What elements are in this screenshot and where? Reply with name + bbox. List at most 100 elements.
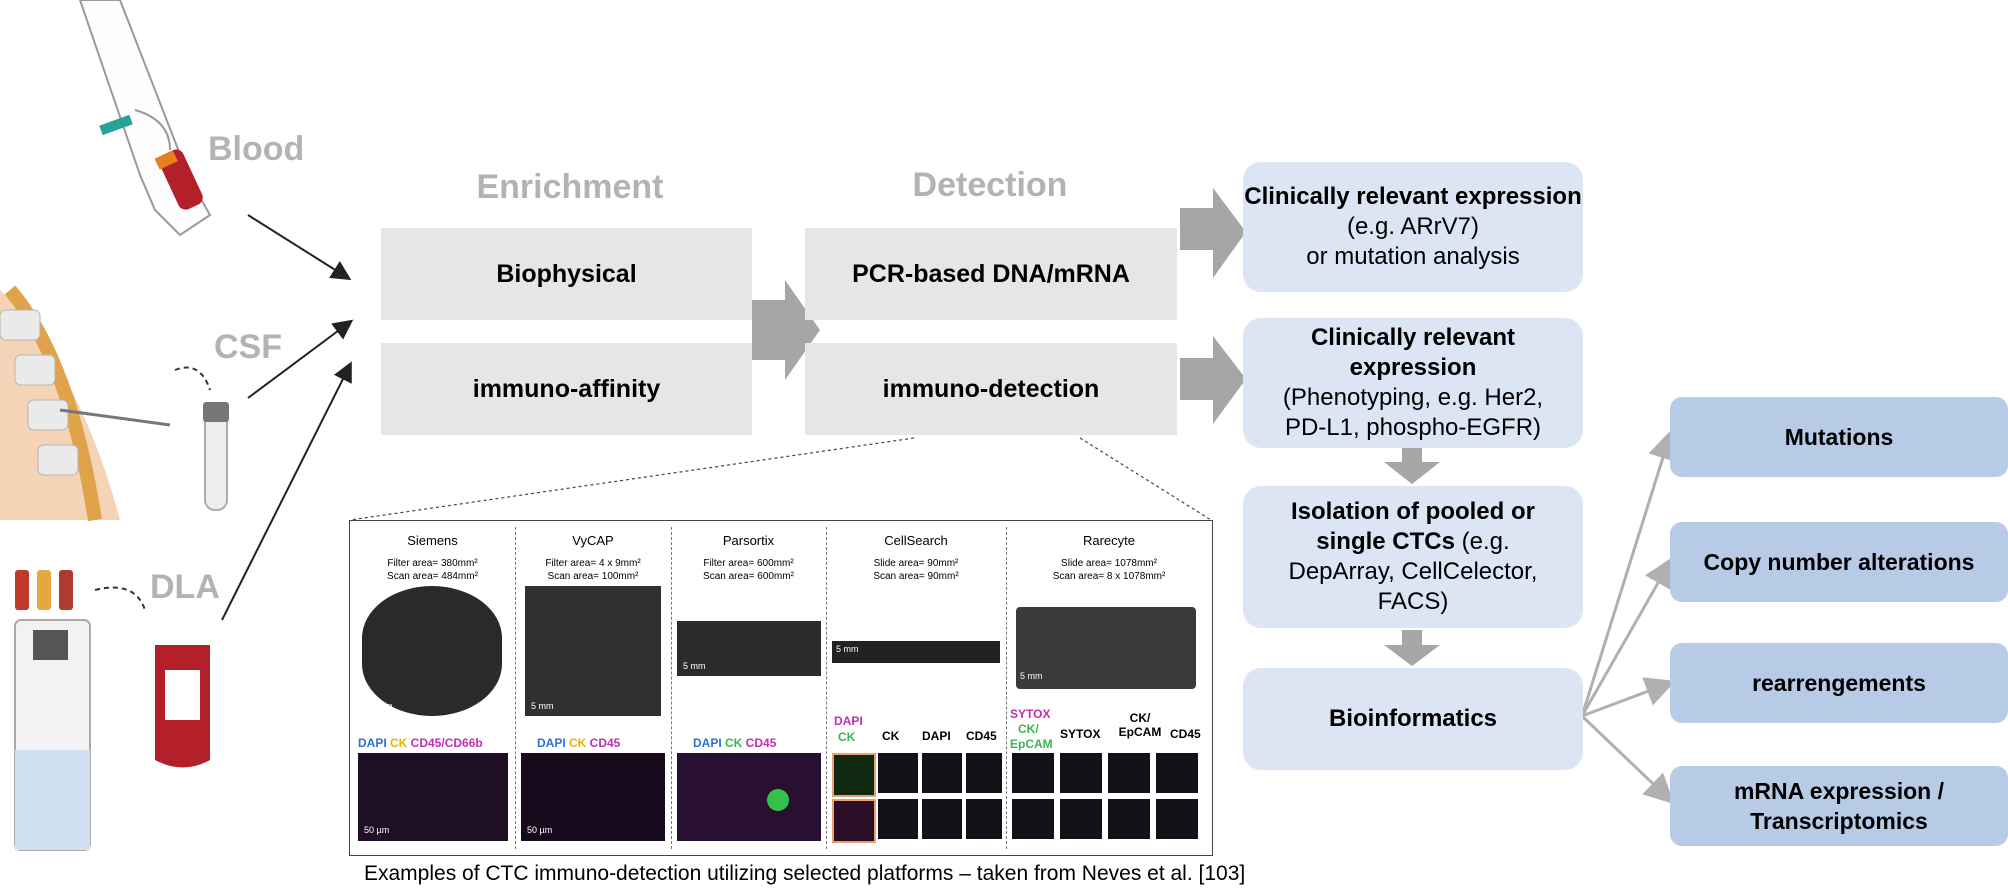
micrograph (677, 753, 821, 841)
arrow-enrich-to-detect (752, 280, 820, 380)
channel-legend: DAPI CK CD45/CD66b (358, 736, 483, 750)
figure-caption: Examples of CTC immuno-detection utilizi… (364, 862, 1246, 885)
micrograph (878, 799, 918, 839)
arrow-to-cna (1580, 556, 1673, 717)
micrograph (1156, 753, 1198, 793)
platform-spec-line1: Filter area= 600mm² (703, 558, 794, 569)
arrow-to-mrna (1580, 714, 1675, 805)
platform-spec-line2: Scan area= 484mm² (387, 571, 478, 582)
leukapheresis-illustration (14, 570, 210, 851)
output-mutations: Mutations (1670, 397, 2008, 477)
channel-label: CK (838, 730, 856, 744)
scale-bar-bottom: 50 µm (364, 825, 390, 835)
platform-siemens: Siemens Filter area= 380mm² Scan area= 48… (350, 521, 515, 855)
micrograph (1156, 799, 1198, 839)
analysis-box-isolation: Isolation of pooled or single CTCs (e.g.… (1243, 486, 1583, 628)
channel-label: CD45 (742, 736, 777, 750)
stage-title-enrichment: Enrichment (476, 168, 664, 206)
channel-label: DAPI (358, 736, 387, 750)
analysis-box3-bold-a: Isolation of pooled or (1291, 498, 1535, 525)
micrograph (1012, 799, 1054, 839)
analysis-box4-bold: Bioinformatics (1328, 705, 1498, 732)
output-mrna: mRNA expression / Transcriptomics (1670, 766, 2008, 846)
method-biophysical: Biophysical (381, 228, 752, 320)
zoom-line-left (349, 437, 915, 521)
method-immuno-detection: immuno-detection (805, 343, 1177, 435)
scan-image (677, 621, 821, 676)
arrow-box2-to-box3 (1384, 448, 1440, 484)
micrograph (1012, 753, 1054, 793)
source-label-csf: CSF (214, 328, 282, 366)
analysis-box2-text-b: PD-L1, phospho-EGFR) (1284, 414, 1542, 441)
scale-bar-top: 5 mm (1020, 671, 1043, 681)
arrow-immuno-to-box2 (1180, 336, 1246, 424)
analysis-box-bioinformatics: Bioinformatics (1243, 668, 1583, 770)
platform-spec: Filter area= 600mm² Scan area= 600mm² (671, 557, 826, 583)
scan-image (525, 586, 661, 716)
channel-header: CK (882, 729, 900, 743)
analysis-box2-bold-b: expression (1349, 354, 1477, 381)
platform-spec-line1: Filter area= 380mm² (387, 558, 478, 569)
channel-label: CK (386, 736, 408, 750)
micrograph (922, 753, 962, 793)
platform-spec-line1: Slide area= 90mm² (873, 558, 959, 569)
scale-bar-bottom: 50 µm (527, 825, 553, 835)
platform-name: Siemens (407, 533, 458, 548)
analysis-box1-bold: Clinically relevant expression (1244, 183, 1582, 210)
micrograph (922, 799, 962, 839)
spine-csf-illustration (0, 285, 229, 522)
channel-header: CK/ EpCAM (1118, 711, 1162, 739)
analysis-box2-text-a: (Phenotyping, e.g. Her2, (1282, 384, 1544, 411)
scale-bar-top: 5 mm (370, 701, 393, 711)
channel-header: CD45 (966, 729, 997, 743)
channel-label: CD45/CD66b (407, 736, 483, 750)
analysis-box-phenotyping: Clinically relevant expression (Phenotyp… (1243, 318, 1583, 448)
micrograph (832, 753, 876, 797)
analysis-box3-text-a: (e.g. (1454, 528, 1510, 555)
platform-spec-line1: Filter area= 4 x 9mm² (545, 558, 641, 569)
arrow-blood (247, 214, 352, 281)
micrograph (832, 799, 876, 843)
blood-draw-illustration (78, 0, 212, 237)
micrograph (1108, 799, 1150, 839)
scale-bar-top: 5 mm (531, 701, 554, 711)
scale-bar-top: 5 mm (836, 644, 859, 654)
arrow-dla (221, 361, 352, 621)
micrograph (1060, 753, 1102, 793)
micrograph (966, 753, 1002, 793)
micrograph (1060, 799, 1102, 839)
micrograph (358, 753, 508, 841)
platform-examples-panel: Siemens Filter area= 380mm² Scan area= 48… (349, 520, 1213, 856)
analysis-box3-bold-b: single CTCs (1316, 528, 1455, 555)
scan-image (1016, 607, 1196, 689)
platform-parsortix: Parsortix Filter area= 600mm² Scan area= … (671, 521, 826, 855)
micrograph (966, 799, 1002, 839)
channel-label: EpCAM (1010, 737, 1053, 751)
channel-header: CD45 (1170, 727, 1201, 741)
platform-name: Parsortix (722, 533, 775, 548)
channel-label: CD45 (586, 736, 621, 750)
method-immuno-affinity: immuno-affinity (381, 343, 752, 435)
platform-spec-line2: Scan area= 600mm² (703, 571, 794, 582)
micrograph (1108, 753, 1150, 793)
source-label-blood: Blood (208, 130, 305, 168)
platform-spec-line1: Slide area= 1078mm² (1061, 558, 1157, 569)
channel-legend: DAPI CK CD45 (537, 736, 620, 750)
scale-bar-top: 5 mm (683, 661, 706, 671)
platform-name: Rarecyte (1082, 533, 1136, 548)
zoom-line-right (1079, 437, 1212, 521)
platform-spec: Filter area= 380mm² Scan area= 484mm² (350, 557, 515, 583)
analysis-box1-text-a: (e.g. ARrV7) (1346, 213, 1480, 240)
ctc-cell (767, 789, 789, 811)
platform-name: CellSearch (884, 533, 948, 548)
output-copy-number: Copy number alterations (1670, 522, 2008, 602)
panel-divider (671, 527, 672, 849)
